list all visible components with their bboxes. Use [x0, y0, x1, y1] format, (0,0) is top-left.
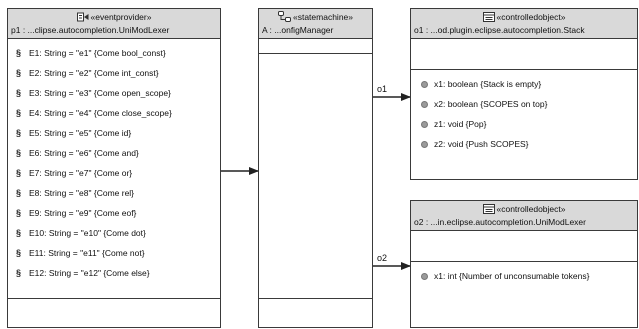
state-machine-separator-bottom: [259, 298, 372, 299]
controlled-object-2-box[interactable]: «controlledobject» o2 : ...in.eclipse.au…: [410, 200, 638, 328]
event-attribute-icon: §: [16, 268, 22, 278]
event-attribute: §E2: String = "e2" {Come int_const}: [8, 63, 220, 83]
event-attribute-icon: §: [16, 88, 22, 98]
controlled-object-icon: [482, 204, 495, 214]
controlled-object-1-attributes: x1: boolean {Stack is empty} x2: boolean…: [411, 70, 637, 154]
event-attribute: §E1: String = "e1" {Come bool_const}: [8, 43, 220, 63]
o1-connector-label: o1: [377, 84, 388, 94]
controlled-attribute: x1: int {Number of unconsumable tokens}: [411, 266, 637, 286]
state-machine-stereotype: «statemachine»: [292, 12, 353, 22]
event-provider-separator: [8, 298, 220, 299]
event-attribute-icon: §: [16, 168, 22, 178]
controlled-attribute: z2: void {Push SCOPES}: [411, 134, 637, 154]
o2-connector-label: o2: [377, 253, 388, 263]
event-attribute-icon: §: [16, 68, 22, 78]
controlled-attribute: z1: void {Pop}: [411, 114, 637, 134]
state-machine-box[interactable]: «statemachine» A : ...onfigManager: [258, 8, 373, 328]
event-attribute: §E10: String = "e10" {Come dot}: [8, 223, 220, 243]
state-machine-icon: [277, 11, 291, 22]
controlled-object-2-header: «controlledobject» o2 : ...in.eclipse.au…: [411, 201, 637, 231]
event-attribute-icon: §: [16, 188, 22, 198]
event-attribute-icon: §: [16, 248, 22, 258]
controlled-object-2-stereotype: «controlledobject»: [496, 204, 566, 214]
state-machine-header: «statemachine» A : ...onfigManager: [259, 9, 372, 39]
attribute-bullet-icon: [421, 121, 428, 129]
attribute-bullet-icon: [421, 81, 428, 89]
event-provider-header: «eventprovider» p1 : ...clipse.autocompl…: [8, 9, 220, 39]
event-attribute-icon: §: [16, 108, 22, 118]
event-provider-attributes: §E1: String = "e1" {Come bool_const} §E2…: [8, 39, 220, 283]
event-attribute: §E8: String = "e8" {Come rel}: [8, 183, 220, 203]
state-machine-name: A : ...onfigManager: [262, 25, 334, 35]
event-provider-name: p1 : ...clipse.autocompletion.UniModLexe…: [11, 25, 170, 35]
event-attribute: §E11: String = "e11" {Come not}: [8, 243, 220, 263]
event-provider-stereotype: «eventprovider»: [90, 12, 152, 22]
event-provider-box[interactable]: «eventprovider» p1 : ...clipse.autocompl…: [7, 8, 221, 328]
attribute-bullet-icon: [421, 141, 428, 149]
event-attribute-icon: §: [16, 48, 22, 58]
controlled-object-1-name: o1 : ...od.plugin.eclipse.autocompletion…: [414, 25, 585, 35]
controlled-object-1-header: «controlledobject» o1 : ...od.plugin.ecl…: [411, 9, 637, 39]
event-provider-icon: [76, 12, 89, 22]
controlled-object-2-name: o2 : ...in.eclipse.autocompletion.UniMod…: [414, 217, 586, 227]
event-attribute-icon: §: [16, 208, 22, 218]
state-machine-separator-top: [259, 53, 372, 54]
event-attribute: §E9: String = "e9" {Come eof}: [8, 203, 220, 223]
event-attribute-icon: §: [16, 128, 22, 138]
controlled-object-2-separator: [411, 231, 637, 262]
attribute-bullet-icon: [421, 273, 428, 281]
controlled-object-1-stereotype: «controlledobject»: [496, 12, 566, 22]
event-attribute: §E12: String = "e12" {Come else}: [8, 263, 220, 283]
controlled-object-1-separator: [411, 39, 637, 70]
attribute-bullet-icon: [421, 101, 428, 109]
controlled-attribute: x2: boolean {SCOPES on top}: [411, 94, 637, 114]
controlled-object-icon: [482, 12, 495, 22]
event-attribute: §E7: String = "e7" {Come or}: [8, 163, 220, 183]
controlled-object-1-box[interactable]: «controlledobject» o1 : ...od.plugin.ecl…: [410, 8, 638, 180]
event-attribute: §E6: String = "e6" {Come and}: [8, 143, 220, 163]
event-attribute: §E3: String = "e3" {Come open_scope}: [8, 83, 220, 103]
event-attribute: §E5: String = "e5" {Come id}: [8, 123, 220, 143]
controlled-object-2-attributes: x1: int {Number of unconsumable tokens}: [411, 262, 637, 286]
event-attribute: §E4: String = "e4" {Come close_scope}: [8, 103, 220, 123]
event-attribute-icon: §: [16, 228, 22, 238]
event-attribute-icon: §: [16, 148, 22, 158]
controlled-attribute: x1: boolean {Stack is empty}: [411, 74, 637, 94]
